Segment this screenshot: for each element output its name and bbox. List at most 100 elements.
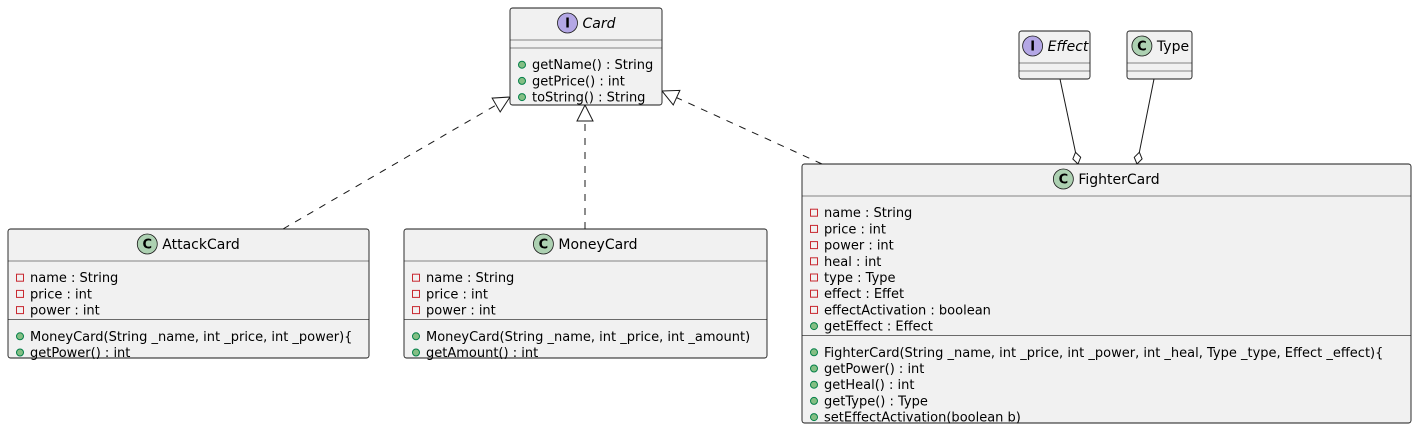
member-text: MoneyCard(String _name, int _price, int … [30,330,352,345]
field-row: getEffect : Effect [810,320,933,335]
public-visibility-icon [412,332,420,341]
class-name: AttackCard [162,237,239,253]
member-text: effect : Effet [824,287,904,302]
class-badge-icon: C [136,233,158,255]
public-visibility-icon [518,93,526,102]
method-row: getPrice() : int [518,74,625,89]
private-visibility-icon [810,305,818,314]
method-row: toString() : String [518,91,645,106]
member-text: name : String [824,206,912,221]
relation-line [1138,78,1155,153]
class-name: FighterCard [1078,172,1159,188]
realization-fighter-card-to-card [660,89,823,165]
field-row: effectActivation : boolean [810,303,991,318]
aggregation-effect-to-fighter-card [1059,78,1082,165]
field-row: name : String [16,271,118,286]
class-name: Type [1156,39,1189,55]
member-text: heal : int [824,255,881,270]
private-visibility-icon [412,289,420,298]
member-text: MoneyCard(String _name, int _price, int … [426,330,750,345]
member-text: FighterCard(String _name, int _price, in… [824,346,1383,361]
aggregation-diamond-icon [1133,151,1143,165]
member-text: power : int [426,304,496,319]
field-row: name : String [810,206,912,221]
svg-text:I: I [565,17,570,32]
realization-attack-card-to-card [282,96,511,230]
private-visibility-icon [810,273,818,282]
member-text: effectActivation : boolean [824,303,991,318]
relation-line [676,97,823,165]
member-text: price : int [30,287,92,302]
relation-line [1059,78,1077,153]
private-visibility-icon [412,273,420,282]
method-row: getName() : String [518,58,653,73]
field-row: effect : Effet [810,287,904,302]
member-text: toString() : String [532,91,645,106]
method-row: MoneyCard(String _name, int _price, int … [16,330,352,345]
field-row: name : String [412,271,514,286]
method-row: getPower() : int [810,362,924,377]
svg-text:C: C [143,238,153,253]
member-text: name : String [426,271,514,286]
method-row: getHeal() : int [810,378,914,393]
public-visibility-icon [518,76,526,85]
field-row: price : int [412,287,488,302]
private-visibility-icon [810,224,818,233]
private-visibility-icon [16,289,24,298]
method-row: setEffectActivation(boolean b) [810,411,1021,426]
member-text: type : Type [824,271,896,286]
field-row: type : Type [810,271,896,286]
member-text: getPrice() : int [532,74,625,89]
interface-badge-icon: I [557,12,578,34]
member-text: getAmount() : int [426,346,538,361]
method-row: MoneyCard(String _name, int _price, int … [412,330,750,345]
private-visibility-icon [810,208,818,217]
member-text: power : int [824,239,894,254]
field-row: power : int [412,304,496,319]
relation-line [282,104,497,230]
public-visibility-icon [810,396,818,405]
class-badge-icon: C [1131,35,1153,57]
class-type[interactable]: Type C [1126,30,1193,80]
member-text: price : int [426,287,488,302]
realization-money-card-to-card [576,103,594,229]
class-name: Card [583,16,616,32]
method-row: getType() : Type [810,394,928,409]
member-text: name : String [30,271,118,286]
public-visibility-icon [810,322,818,331]
member-text: getPower() : int [30,346,130,361]
member-text: getEffect : Effect [824,320,933,335]
svg-text:C: C [539,238,549,253]
field-row: power : int [810,239,894,254]
svg-text:I: I [1030,40,1035,55]
class-badge-icon: C [1052,168,1074,190]
svg-text:C: C [1137,40,1147,55]
field-row: price : int [810,222,886,237]
private-visibility-icon [810,241,818,250]
member-text: getHeal() : int [824,378,914,393]
realization-arrowhead-icon [660,89,681,106]
svg-text:C: C [1059,173,1069,188]
public-visibility-icon [16,348,24,357]
public-visibility-icon [810,348,818,357]
interface-badge-icon: I [1022,35,1044,57]
realization-arrowhead-icon [576,103,594,122]
private-visibility-icon [810,289,818,298]
aggregation-type-to-fighter-card [1133,78,1155,165]
class-badge-icon: C [533,233,554,255]
relations-layer [282,78,1155,230]
public-visibility-icon [518,60,526,69]
method-row: getPower() : int [16,346,130,361]
field-row: price : int [16,287,92,302]
member-text: price : int [824,222,886,237]
private-visibility-icon [412,306,420,315]
public-visibility-icon [810,380,818,389]
aggregation-diamond-icon [1072,151,1082,165]
private-visibility-icon [810,257,818,266]
